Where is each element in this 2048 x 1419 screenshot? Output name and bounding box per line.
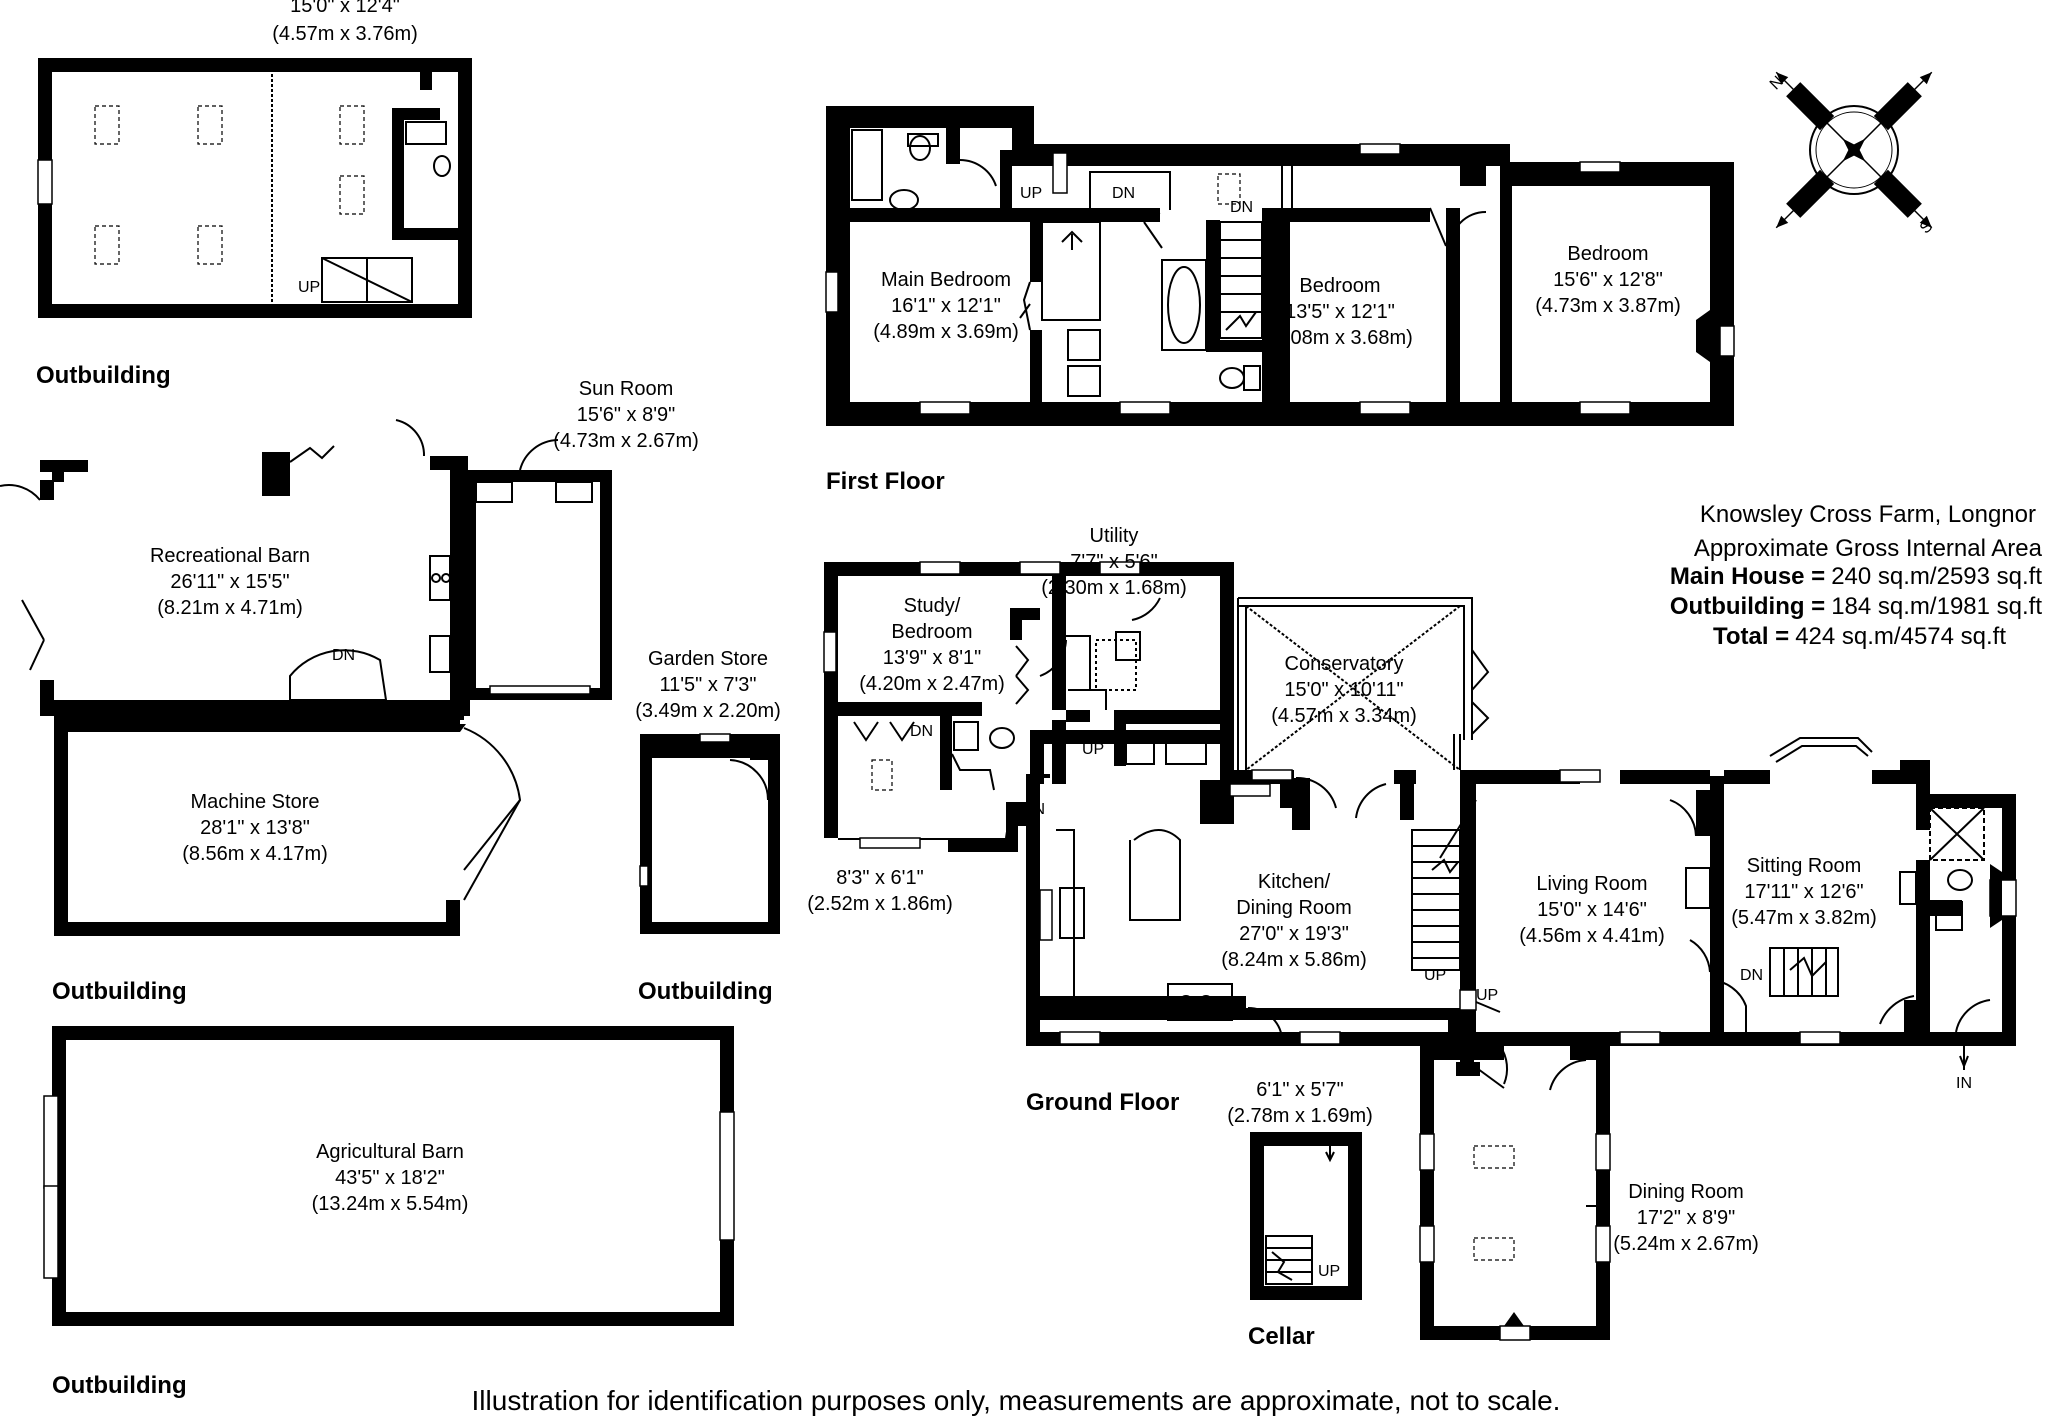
dining-room-name: Dining Room bbox=[1628, 1181, 1744, 1203]
outbuilding-area: Outbuilding =184 sq.m/1981 sq.ft bbox=[1670, 593, 2042, 620]
study-dimensions-imperial: 13'9" x 8'1" bbox=[883, 647, 982, 669]
outbuilding-label: Outbuilding = bbox=[1670, 593, 1825, 620]
outbuilding-heading-4: Outbuilding bbox=[52, 1372, 187, 1399]
cellar-plan: UP 6'1" x 5'7" (2.78m x 1.69m) bbox=[1227, 1079, 1373, 1300]
stairs-up-label: UP bbox=[298, 279, 320, 296]
conservatory-dimensions-metric: (4.57m x 3.34m) bbox=[1271, 705, 1417, 727]
dining-room-dimensions-metric: (5.24m x 2.67m) bbox=[1613, 1233, 1759, 1255]
machine-store-dimensions-imperial: 28'1" x 13'8" bbox=[200, 817, 310, 839]
study-dimensions-metric: (4.20m x 2.47m) bbox=[859, 673, 1005, 695]
bedroom-3-name: Bedroom bbox=[1567, 243, 1648, 265]
cellar-heading: Cellar bbox=[1248, 1323, 1315, 1350]
sun-room-dimensions-imperial: 15'6" x 8'9" bbox=[577, 404, 676, 426]
area-summary: Knowsley Cross Farm, Longnor Approximate… bbox=[1670, 501, 2043, 650]
sitting-room-dimensions-imperial: 17'11" x 12'6" bbox=[1744, 881, 1863, 903]
study-name-line1: Study/ bbox=[904, 595, 961, 617]
bedroom-3-dimensions-metric: (4.73m x 3.87m) bbox=[1535, 295, 1681, 317]
loft-dimensions-imperial: 15'0" x 12'4" bbox=[290, 0, 400, 17]
stairs-down-label: DN bbox=[1740, 967, 1763, 984]
outbuilding-heading-2: Outbuilding bbox=[52, 978, 187, 1005]
recreational-barn-name: Recreational Barn bbox=[150, 545, 310, 567]
bedroom-3-dimensions-imperial: 15'6" x 12'8" bbox=[1553, 269, 1663, 291]
stairs-up-label: UP bbox=[1424, 967, 1446, 984]
stairs-up-label: UP bbox=[1082, 741, 1104, 758]
entrance-label: IN bbox=[1956, 1075, 1972, 1092]
compass-rose: N S bbox=[1767, 71, 1937, 238]
stairs-up-label: UP bbox=[1020, 185, 1042, 202]
main-bedroom-dimensions-imperial: 16'1" x 12'1" bbox=[891, 295, 1001, 317]
living-room-name: Living Room bbox=[1536, 873, 1647, 895]
bedroom-2-dimensions-metric: (4.08m x 3.68m) bbox=[1267, 327, 1413, 349]
cellar-dimensions-metric: (2.78m x 1.69m) bbox=[1227, 1105, 1373, 1127]
recreational-barn-dimensions-metric: (8.21m x 4.71m) bbox=[157, 597, 303, 619]
bedroom-2-dimensions-imperial: 13'5" x 12'1" bbox=[1285, 301, 1395, 323]
recreational-barn-dimensions-imperial: 26'11" x 15'5" bbox=[170, 571, 289, 593]
total-area: Total =424 sq.m/4574 sq.ft bbox=[1713, 623, 2006, 650]
boot-room-dimensions-metric: (2.52m x 1.86m) bbox=[807, 893, 953, 915]
agricultural-barn-dimensions-metric: (13.24m x 5.54m) bbox=[312, 1193, 469, 1215]
outbuilding-recreational-barn: DN Recreational Barn 26'11" x 15'5" (8.2… bbox=[0, 378, 699, 720]
boot-room-dimensions-imperial: 8'3" x 6'1" bbox=[836, 867, 923, 889]
stairs-down-label: DN bbox=[332, 647, 355, 664]
kitchen-dimensions-metric: (8.24m x 5.86m) bbox=[1221, 949, 1367, 971]
area-title: Approximate Gross Internal Area bbox=[1694, 535, 2043, 562]
kitchen-name-line1: Kitchen/ bbox=[1258, 871, 1331, 893]
total-value: 424 sq.m/4574 sq.ft bbox=[1795, 623, 2006, 650]
main-house-value: 240 sq.m/2593 sq.ft bbox=[1831, 563, 2042, 590]
conservatory-name: Conservatory bbox=[1285, 653, 1404, 675]
loft-dimensions-metric: (4.57m x 3.76m) bbox=[272, 23, 418, 45]
utility-dimensions-imperial: 7'7" x 5'6" bbox=[1070, 551, 1157, 573]
kitchen-name-line2: Dining Room bbox=[1236, 897, 1352, 919]
disclaimer: Illustration for identification purposes… bbox=[472, 1385, 1561, 1416]
agricultural-barn-name: Agricultural Barn bbox=[316, 1141, 464, 1163]
sun-room-dimensions-metric: (4.73m x 2.67m) bbox=[553, 430, 699, 452]
study-name-line2: Bedroom bbox=[891, 621, 972, 643]
stair-label-up: UP bbox=[298, 279, 320, 296]
sun-room-name: Sun Room bbox=[579, 378, 674, 400]
agricultural-barn-dimensions-imperial: 43'5" x 18'2" bbox=[335, 1167, 445, 1189]
outbuilding-garden-store: Garden Store 11'5" x 7'3" (3.49m x 2.20m… bbox=[635, 648, 781, 934]
ground-floor-heading: Ground Floor bbox=[1026, 1089, 1179, 1116]
compass-south-label: S bbox=[1917, 218, 1937, 238]
main-house-label: Main House = bbox=[1670, 563, 1825, 590]
conservatory-dimensions-imperial: 15'0" x 10'11" bbox=[1284, 679, 1403, 701]
garden-store-dimensions-metric: (3.49m x 2.20m) bbox=[635, 700, 781, 722]
sitting-room-name: Sitting Room bbox=[1747, 855, 1862, 877]
stairs-up-label: UP bbox=[1476, 987, 1498, 1004]
outbuilding-value: 184 sq.m/1981 sq.ft bbox=[1831, 593, 2042, 620]
main-bedroom-dimensions-metric: (4.89m x 3.69m) bbox=[873, 321, 1019, 343]
outbuilding-heading-1: Outbuilding bbox=[36, 362, 171, 389]
bedroom-2-name: Bedroom bbox=[1299, 275, 1380, 297]
cellar-dimensions-imperial: 6'1" x 5'7" bbox=[1256, 1079, 1343, 1101]
outbuilding-heading-3: Outbuilding bbox=[638, 978, 773, 1005]
stairs-down-label: DN bbox=[1112, 185, 1135, 202]
kitchen-dimensions-imperial: 27'0" x 19'3" bbox=[1239, 923, 1349, 945]
property-name: Knowsley Cross Farm, Longnor bbox=[1700, 501, 2036, 528]
utility-name: Utility bbox=[1090, 525, 1139, 547]
sitting-room-dimensions-metric: (5.47m x 3.82m) bbox=[1731, 907, 1877, 929]
garden-store-dimensions-imperial: 11'5" x 7'3" bbox=[659, 674, 756, 696]
living-room-dimensions-metric: (4.56m x 4.41m) bbox=[1519, 925, 1665, 947]
first-floor-heading: First Floor bbox=[826, 468, 945, 495]
main-house-area: Main House =240 sq.m/2593 sq.ft bbox=[1670, 563, 2043, 590]
main-bedroom-name: Main Bedroom bbox=[881, 269, 1011, 291]
ground-floor-plan: DN DN UP bbox=[807, 525, 2017, 1341]
stairs-down-label: DN bbox=[910, 723, 933, 740]
stairs-down-label: DN bbox=[1230, 199, 1253, 216]
machine-store-dimensions-metric: (8.56m x 4.17m) bbox=[182, 843, 328, 865]
outbuilding-agricultural-barn: Agricultural Barn 43'5" x 18'2" (13.24m … bbox=[43, 1026, 735, 1326]
total-label: Total = bbox=[1713, 623, 1789, 650]
outbuilding-loft: UP 15'0" x 12'4" (4.57m x 3.76m) bbox=[37, 0, 472, 318]
outbuilding-machine-store: Machine Store 28'1" x 13'8" (8.56m x 4.1… bbox=[54, 712, 522, 936]
utility-dimensions-metric: (2.30m x 1.68m) bbox=[1041, 577, 1187, 599]
living-room-dimensions-imperial: 15'0" x 14'6" bbox=[1537, 899, 1647, 921]
dining-room-dimensions-imperial: 17'2" x 8'9" bbox=[1637, 1207, 1736, 1229]
first-floor-plan: UP DN DN Main Bedroom 16'1" x 12'1" (4.8… bbox=[825, 106, 1735, 426]
machine-store-name: Machine Store bbox=[191, 791, 320, 813]
garden-store-name: Garden Store bbox=[648, 648, 768, 670]
stairs-up-label: UP bbox=[1318, 1263, 1340, 1280]
